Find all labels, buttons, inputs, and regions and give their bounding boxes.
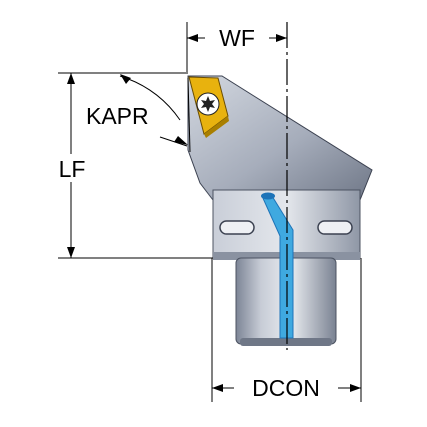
lf-label: LF: [59, 156, 86, 182]
lf-arrow-top: [67, 73, 75, 84]
torx-screw-icon: [196, 92, 220, 116]
coolant-outlet: [261, 192, 275, 200]
shank-bottom-chamfer: [240, 338, 332, 346]
dcon-arrow-right: [350, 384, 361, 392]
kapr-edge-extension: [187, 77, 191, 153]
kapr-label: KAPR: [86, 103, 149, 129]
lf-dimension: LF: [55, 73, 213, 259]
lf-arrow-bottom: [67, 247, 75, 258]
wf-arrow-left: [187, 34, 198, 42]
dcon-label: DCON: [252, 375, 320, 401]
kapr-arrow-top: [120, 74, 131, 84]
wf-arrow-right: [276, 34, 287, 42]
coolant-slot-icon: [219, 220, 353, 235]
kapr-leader: [159, 136, 188, 147]
coolant-channel: [261, 192, 294, 339]
cutting-insert: [188, 76, 229, 138]
wf-label: WF: [219, 25, 255, 51]
insert-edge-shade: [204, 116, 229, 138]
dcon-arrow-left: [212, 384, 223, 392]
wf-dimension: WF: [186, 22, 287, 72]
kapr-dimension: KAPR: [58, 72, 191, 153]
dcon-dimension: DCON: [211, 258, 362, 402]
